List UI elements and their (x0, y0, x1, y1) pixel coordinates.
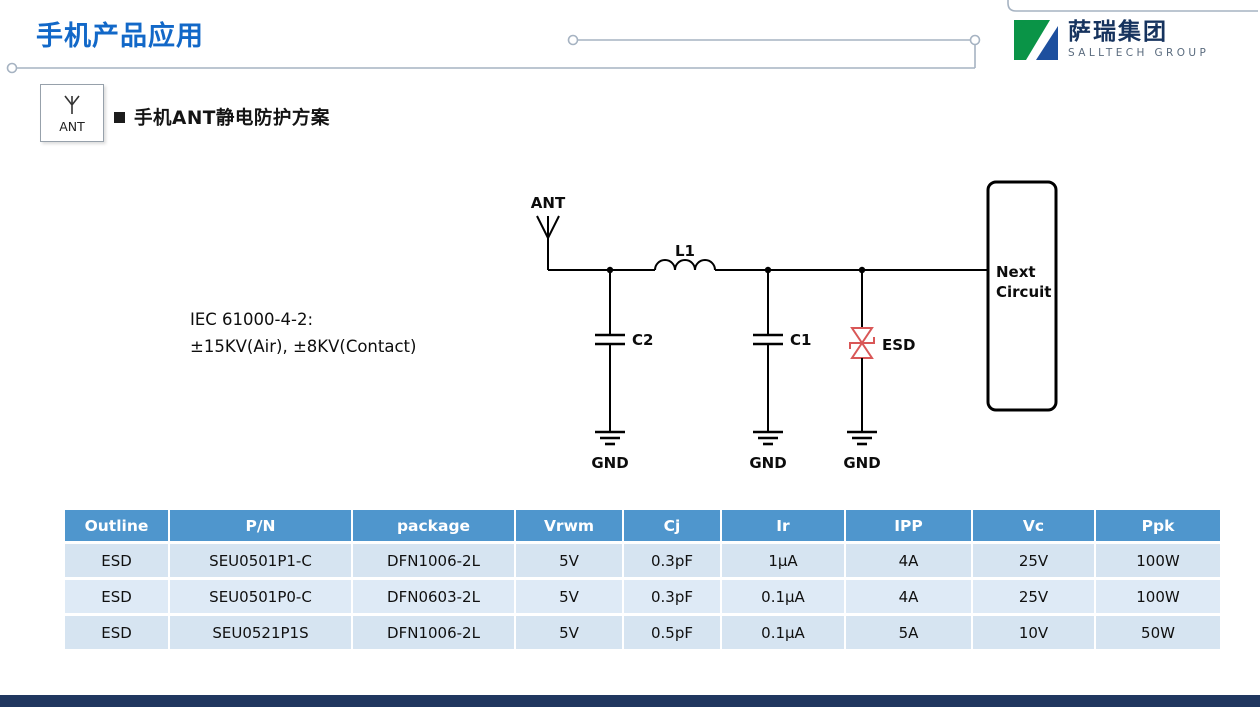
column-header: Ir (722, 510, 844, 541)
table-cell: ESD (65, 580, 168, 613)
bullet-square-icon (114, 111, 125, 123)
ant-label: ANT (531, 194, 566, 212)
table-cell: 100W (1096, 544, 1220, 577)
table-cell: ESD (65, 544, 168, 577)
column-header: IPP (846, 510, 971, 541)
antenna-small-icon (64, 95, 80, 114)
capacitor-c1-icon: C1 (753, 270, 811, 432)
c2-label: C2 (632, 331, 653, 349)
page-title: 手机产品应用 (36, 21, 204, 52)
inductor-l1-icon: L1 (654, 242, 716, 271)
next-circuit-box: Next Circuit (986, 180, 1058, 412)
section-heading: 手机ANT静电防护方案 (114, 104, 330, 130)
column-header: P/N (170, 510, 351, 541)
gnd-label: GND (749, 454, 786, 472)
table-cell: 5V (516, 580, 622, 613)
gnd-label: GND (591, 454, 628, 472)
table-cell: 0.3pF (624, 544, 720, 577)
table-cell: SEU0501P1-C (170, 544, 351, 577)
table-cell: 0.1μA (722, 580, 844, 613)
section-heading-text: 手机ANT静电防护方案 (134, 108, 330, 129)
table-cell: 4A (846, 580, 971, 613)
table-cell: DFN1006-2L (353, 616, 514, 649)
esd-label: ESD (882, 336, 916, 354)
gnd-label: GND (843, 454, 880, 472)
column-header: Vc (973, 510, 1094, 541)
table-cell: DFN1006-2L (353, 544, 514, 577)
next-circuit-label-line2: Circuit (996, 283, 1051, 301)
ant-icon-box: ANT (40, 84, 104, 142)
table-cell: 0.5pF (624, 616, 720, 649)
ground-icon-c2: GND (591, 430, 629, 472)
column-header: Vrwm (516, 510, 622, 541)
column-header: package (353, 510, 514, 541)
table-cell: 0.3pF (624, 580, 720, 613)
table-cell: 25V (973, 544, 1094, 577)
salltech-logo-icon (1014, 20, 1058, 60)
table-cell: 5V (516, 544, 622, 577)
table-cell: ESD (65, 616, 168, 649)
next-circuit-label-line1: Next (996, 263, 1036, 281)
ground-icon-esd: GND (843, 430, 881, 472)
iec-standard-note: IEC 61000-4-2: ±15KV(Air), ±8KV(Contact) (190, 306, 416, 360)
capacitor-c2-icon: C2 (595, 270, 653, 432)
esd-protection-circuit-diagram: ANT L1 C2 C1 (531, 180, 1058, 472)
c1-label: C1 (790, 331, 811, 349)
ant-box-label: ANT (59, 118, 85, 134)
esd-diode-icon: ESD (849, 270, 916, 432)
iec-line-2: ±15KV(Air), ±8KV(Contact) (190, 337, 417, 356)
table-cell: 50W (1096, 616, 1220, 649)
logo-subtitle: SALLTECH GROUP (1068, 47, 1210, 60)
antenna-icon: ANT (531, 194, 566, 270)
table-cell: 4A (846, 544, 971, 577)
l1-label: L1 (675, 242, 695, 260)
column-header: Outline (65, 510, 168, 541)
footer-bar (0, 695, 1260, 707)
table-cell: 5V (516, 616, 622, 649)
company-logo: 萨瑞集团 SALLTECH GROUP (1012, 18, 1209, 62)
table-cell: 5A (846, 616, 971, 649)
table-cell: SEU0521P1S (170, 616, 351, 649)
table-cell: 1μA (722, 544, 844, 577)
column-header: Ppk (1096, 510, 1220, 541)
table-cell: 100W (1096, 580, 1220, 613)
ground-icon-c1: GND (749, 430, 787, 472)
table-cell: DFN0603-2L (353, 580, 514, 613)
table-cell: 25V (973, 580, 1094, 613)
logo-brand: 萨瑞集团 (1068, 19, 1168, 46)
logo-text: 萨瑞集团 SALLTECH GROUP (1068, 19, 1210, 60)
column-header: Cj (624, 510, 720, 541)
table-cell: SEU0501P0-C (170, 580, 351, 613)
iec-line-1: IEC 61000-4-2: (190, 310, 314, 329)
table-cell: 0.1μA (722, 616, 844, 649)
table-cell: 10V (973, 616, 1094, 649)
